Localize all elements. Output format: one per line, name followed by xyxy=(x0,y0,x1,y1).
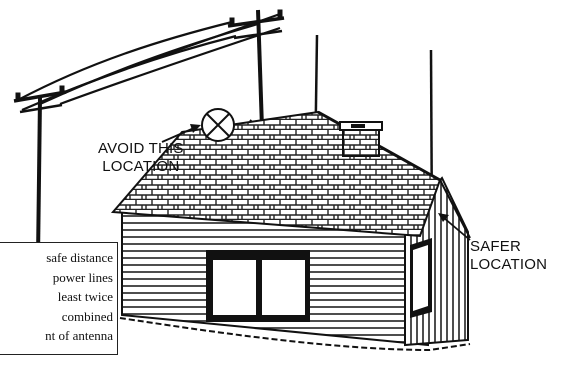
house xyxy=(110,110,471,352)
side-window xyxy=(410,238,432,318)
safer-label-line-2: LOCATION xyxy=(470,256,548,273)
avoid-label-line-1: AVOID THIS xyxy=(98,140,184,157)
note-line: power lines xyxy=(52,269,113,285)
safer-leader-arrow xyxy=(438,213,471,241)
safer-label-line-1: SAFER xyxy=(470,238,522,255)
note-line: nt of antenna xyxy=(45,328,113,343)
note-text: safe distance power lines least twice co… xyxy=(0,248,113,346)
utility-pole-left xyxy=(13,85,67,259)
avoid-leader-arrow xyxy=(161,124,201,143)
x-circle-icon xyxy=(201,108,235,142)
safe-distance-note: safe distance power lines least twice co… xyxy=(0,242,118,355)
ground-line xyxy=(119,317,471,352)
power-wires xyxy=(17,12,281,112)
safer-location-label: SAFER LOCATION xyxy=(470,238,547,274)
chimney xyxy=(339,121,383,157)
front-window xyxy=(206,250,310,322)
avoid-location-label: AVOID THIS LOCATION xyxy=(98,140,184,176)
utility-pole-right xyxy=(227,9,285,130)
note-line: combined xyxy=(61,308,113,324)
note-line: least twice xyxy=(57,289,113,304)
note-line: safe distance xyxy=(46,250,113,265)
avoid-label-line-2: LOCATION xyxy=(102,158,180,175)
